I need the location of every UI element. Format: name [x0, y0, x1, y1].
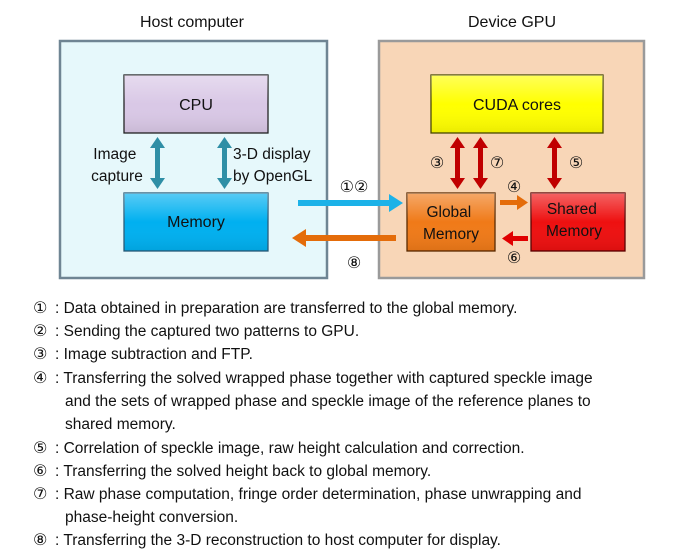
cpu-memory-arrow-left [150, 137, 165, 189]
cuda-cores-label: CUDA cores [473, 97, 561, 114]
arrow-label-8: ⑧ [347, 255, 361, 272]
arrow-label-4: ④ [507, 179, 521, 196]
legend-item-4-line-2: and the sets of wrapped phase and speckl… [65, 393, 591, 410]
host-memory-label: Memory [167, 214, 225, 231]
cpu-memory-arrow-right [217, 137, 232, 189]
cpu-label: CPU [179, 97, 213, 114]
host-computer-title: Host computer [140, 14, 245, 31]
legend-item-4: ④ : Transferring the solved wrapped phase… [33, 369, 593, 389]
legend-item-6: ⑥ : Transferring the solved height back t… [33, 462, 431, 482]
arrow-label-1-2: ①② [340, 179, 369, 196]
legend-number: ⑥ [33, 463, 48, 480]
legend-item-4-line-3: shared memory. [65, 416, 176, 433]
arrow-label-7: ⑦ [490, 155, 504, 172]
legend-text: : Raw phase computation, fringe order de… [55, 486, 582, 503]
legend-text: : Correlation of speckle image, raw heig… [55, 440, 525, 457]
legend-item-5: ⑤ : Correlation of speckle image, raw hei… [33, 439, 525, 459]
legend-item-7: ⑦ : Raw phase computation, fringe order d… [33, 485, 581, 505]
shared-to-global-arrow [502, 231, 528, 246]
global-to-shared-arrow [500, 195, 528, 210]
legend-text: : Sending the captured two patterns to G… [55, 323, 360, 340]
host-to-global-arrow [298, 194, 403, 212]
legend-number: ① [33, 300, 48, 317]
legend-item-8: ⑧ : Transferring the 3-D reconstruction t… [33, 531, 501, 551]
cuda-global-arrow-left [450, 137, 465, 189]
image-capture-label: Image capture [91, 146, 143, 185]
legend-number: ③ [33, 346, 48, 363]
cuda-global-arrow-right [473, 137, 488, 189]
legend-text: : Transferring the solved wrapped phase … [55, 370, 593, 387]
arrow-label-3: ③ [430, 155, 444, 172]
legend-number: ④ [33, 370, 48, 387]
legend-text: : Data obtained in preparation are trans… [55, 300, 518, 317]
global-to-host-arrow [292, 229, 396, 247]
cuda-shared-arrow [547, 137, 562, 189]
legend-number: ⑦ [33, 486, 48, 503]
legend-number: ② [33, 323, 48, 340]
legend-item-3: ③ : Image subtraction and FTP. [33, 345, 253, 365]
legend-text: : Image subtraction and FTP. [55, 346, 253, 363]
legend-item-2: ② : Sending the captured two patterns to … [33, 322, 359, 342]
arrow-label-5: ⑤ [569, 155, 583, 172]
legend-text: : Transferring the 3-D reconstruction to… [55, 532, 501, 549]
arrow-label-6: ⑥ [507, 250, 521, 267]
legend-item-7-line-2: phase-height conversion. [65, 509, 239, 526]
shared-memory-label: Shared Memory [546, 201, 602, 240]
legend-number: ⑧ [33, 532, 48, 549]
legend-text: : Transferring the solved height back to… [55, 463, 432, 480]
global-memory-label: Global Memory [423, 204, 479, 243]
legend-number: ⑤ [33, 440, 48, 457]
legend-item-1: ① : Data obtained in preparation are tran… [33, 299, 517, 319]
opengl-display-label: 3-D display by OpenGL [233, 146, 315, 185]
gpu-architecture-diagram: Host computer Device GPU CPU Memory Imag… [58, 14, 646, 280]
device-gpu-title: Device GPU [468, 14, 556, 31]
